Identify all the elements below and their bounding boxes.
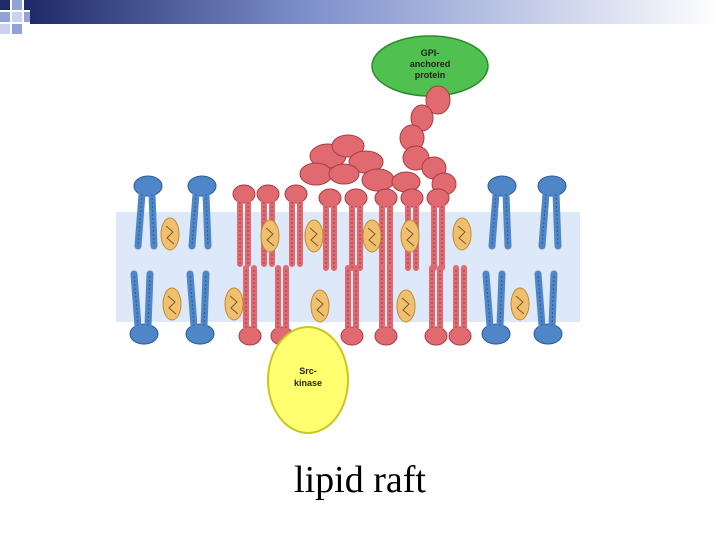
raft-glycolipid-heads [299,134,421,193]
title-bar-gradient [30,0,720,24]
gpi-label-line1: GPI- [421,48,440,58]
gpi-label-line3: protein [415,70,446,80]
src-kinase [267,326,349,434]
lipid-raft-diagram: GPI- anchored protein [116,35,580,434]
src-label-line2: kinase [294,378,322,388]
gpi-label-line2: anchored [410,59,451,69]
src-label-line1: Src- [299,366,317,376]
gpi-anchor-chain [399,85,457,196]
slide-caption: lipid raft [294,459,426,501]
corner-decoration [0,0,34,34]
